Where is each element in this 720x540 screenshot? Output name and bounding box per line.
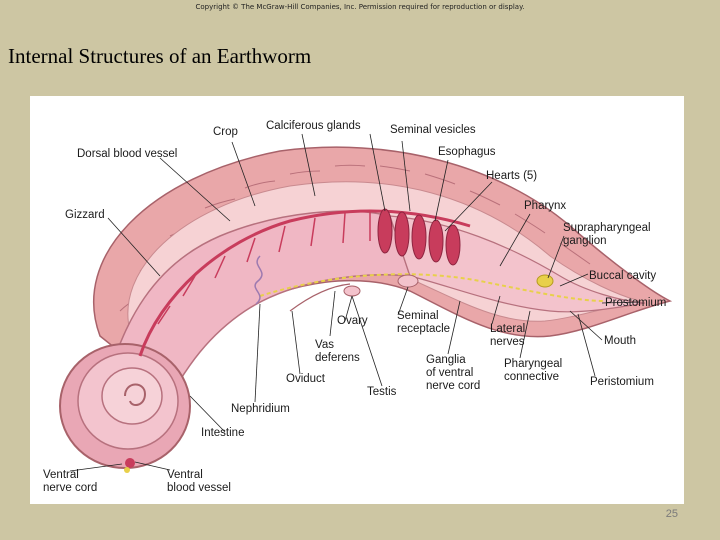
label-crop: Crop: [213, 126, 238, 138]
label-hearts: Hearts (5): [486, 170, 538, 182]
label-ovary: Ovary: [337, 315, 368, 327]
dorsal-blood-vessel-line: [138, 209, 471, 357]
typhlosole: [124, 383, 147, 407]
suprapharyngeal-ganglion: [536, 274, 554, 288]
ventral-vessel-dot: [125, 458, 135, 468]
label-intestine: Intestine: [201, 427, 245, 439]
label-dorsal-blood-vessel: Dorsal blood vessel: [77, 148, 178, 160]
slide-number: 25: [665, 508, 678, 520]
hearts: [377, 208, 461, 266]
blood-vessel-branches: [157, 211, 371, 325]
label-ventral-blood-vessel: Ventral blood vessel: [167, 469, 231, 494]
label-pharynx: Pharynx: [524, 200, 567, 212]
label-nephridium: Nephridium: [231, 403, 290, 415]
cross-section-inner: [101, 367, 163, 425]
testis: [343, 285, 361, 297]
leader-lines: [69, 133, 641, 472]
label-vas-deferens: Vas deferens: [315, 339, 360, 364]
label-esophagus: Esophagus: [438, 146, 496, 158]
label-mouth: Mouth: [604, 335, 636, 347]
label-seminal-vesicles: Seminal vesicles: [390, 124, 476, 136]
label-lateral-nerves: Lateral nerves: [490, 323, 526, 348]
label-buccal-cavity: Buccal cavity: [589, 270, 657, 282]
nephridium-coil: [254, 255, 263, 305]
label-peristomium: Peristomium: [590, 376, 654, 388]
seminal-receptacle: [397, 274, 419, 288]
slide-title: Internal Structures of an Earthworm: [8, 44, 312, 68]
label-seminal-receptacle: Seminal receptacle: [397, 310, 451, 335]
label-prostomium: Prostomium: [605, 297, 667, 309]
label-ganglia-of-ventral-nerve-cord: Ganglia of ventral nerve cord: [426, 354, 481, 392]
ventral-nerve-dot: [124, 467, 130, 473]
label-pharyngeal-connective: Pharyngeal connective: [504, 358, 563, 383]
label-suprapharyngeal-ganglion: Suprapharyngeal ganglion: [563, 222, 651, 247]
earthworm-illustration: [59, 133, 673, 473]
label-gizzard: Gizzard: [65, 209, 105, 221]
label-calciferous-glands: Calciferous glands: [266, 120, 361, 132]
oviduct: [289, 283, 351, 312]
label-ventral-nerve-cord: Ventral nerve cord: [43, 469, 98, 494]
earthworm-diagram: Crop Calciferous glands Seminal vesicles…: [30, 96, 684, 504]
copyright-notice: Copyright © The McGraw-Hill Companies, I…: [195, 3, 525, 11]
label-oviduct: Oviduct: [286, 373, 325, 385]
label-testis: Testis: [367, 386, 397, 398]
